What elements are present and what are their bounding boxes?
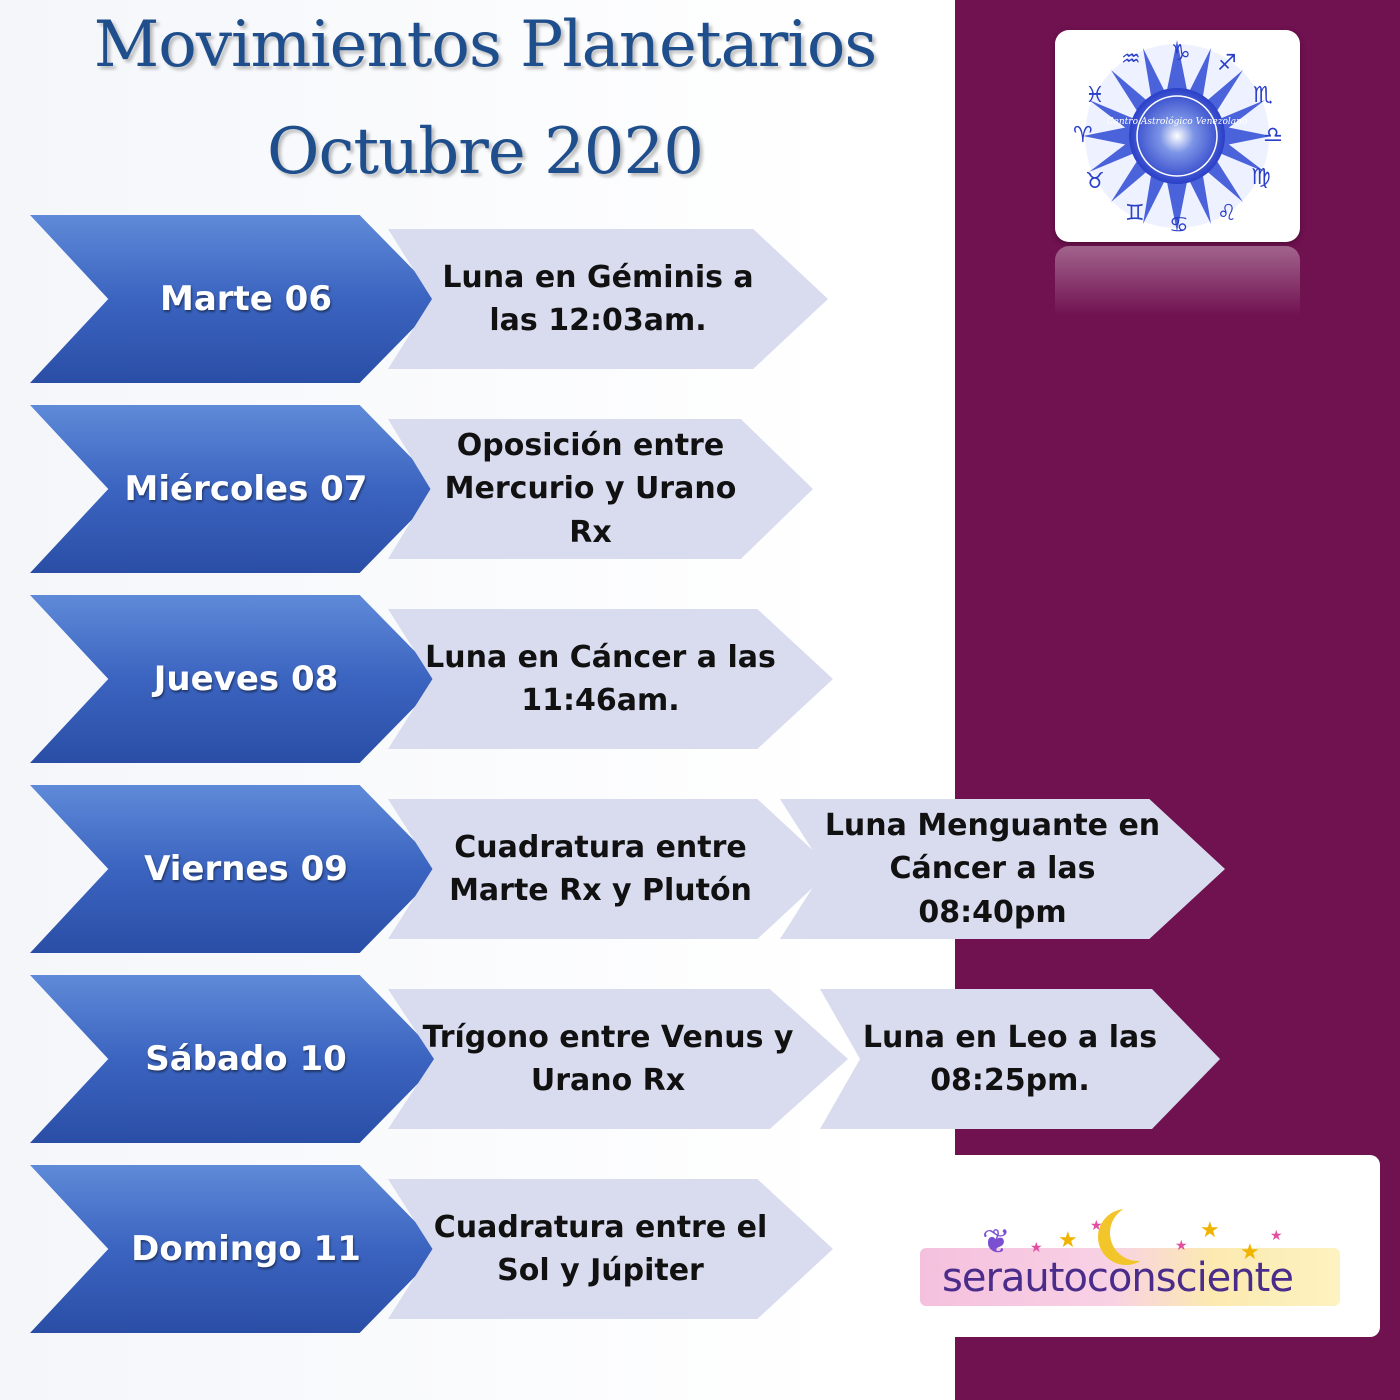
logo-reflection (1055, 246, 1300, 316)
svg-text:♎: ♎ (1263, 123, 1283, 148)
zodiac-wheel-icon: ♒ ♑ ♐ ♏ ♎ ♍ ♌ ♋ ♊ ♉ ♈ ♓ Centro Astrológico Venez… (1073, 40, 1283, 238)
svg-text:♍: ♍ (1251, 165, 1271, 190)
star-icon: ★ (1240, 1240, 1260, 1265)
event-label: Luna Menguante en Cáncer a las 08:40pm (780, 799, 1225, 939)
astrology-logo: ♒ ♑ ♐ ♏ ♎ ♍ ♌ ♋ ♊ ♉ ♈ ♓ Centro Astrológico Venez… (1055, 30, 1300, 242)
brand-name: serautoconsciente (942, 1255, 1294, 1301)
star-icon: ★ (1175, 1238, 1188, 1254)
day-label: Viernes 09 (30, 785, 442, 953)
svg-text:♌: ♌ (1217, 201, 1237, 226)
star-icon: ★ (1270, 1228, 1283, 1244)
logo-text: Centro Astrológico Venezolano (1107, 116, 1248, 127)
day-label: Domingo 11 (30, 1165, 442, 1333)
svg-text:♉: ♉ (1085, 169, 1105, 194)
svg-text:♋: ♋ (1169, 213, 1189, 238)
svg-text:♊: ♊ (1125, 201, 1145, 226)
day-label: Miércoles 07 (30, 405, 442, 573)
butterfly-icon: ❦ (982, 1222, 1011, 1262)
svg-text:♏: ♏ (1253, 83, 1273, 108)
event-label: Luna en Leo a las 08:25pm. (820, 989, 1220, 1129)
svg-text:♑: ♑ (1171, 41, 1191, 66)
day-label: Sábado 10 (30, 975, 442, 1143)
star-icon: ★ (1200, 1218, 1220, 1243)
event-label: Oposición entre Mercurio y Urano Rx (388, 419, 813, 559)
brand-swoosh (920, 1248, 1340, 1306)
page-subtitle: Octubre 2020 (267, 115, 704, 189)
day-label: Jueves 08 (30, 595, 442, 763)
event-label: Trígono entre Venus y Urano Rx (388, 989, 848, 1129)
svg-text:♓: ♓ (1085, 83, 1105, 108)
star-icon: ★ (1090, 1218, 1103, 1234)
event-label: Luna en Géminis a las 12:03am. (388, 229, 828, 369)
moon-icon (1110, 1205, 1166, 1261)
star-icon: ★ (1030, 1240, 1043, 1256)
brand-logo-box (918, 1155, 1380, 1337)
event-label: Cuadratura entre el Sol y Júpiter (388, 1179, 833, 1319)
event-label: Luna en Cáncer a las 11:46am. (388, 609, 833, 749)
day-label: Marte 06 (30, 215, 442, 383)
svg-text:♈: ♈ (1073, 123, 1093, 148)
svg-text:♐: ♐ (1217, 51, 1237, 76)
svg-text:♒: ♒ (1121, 47, 1141, 72)
event-label: Cuadratura entre Marte Rx y Plutón (388, 799, 833, 939)
star-icon: ★ (1058, 1228, 1078, 1253)
page-title: Movimientos Planetarios (93, 8, 877, 82)
